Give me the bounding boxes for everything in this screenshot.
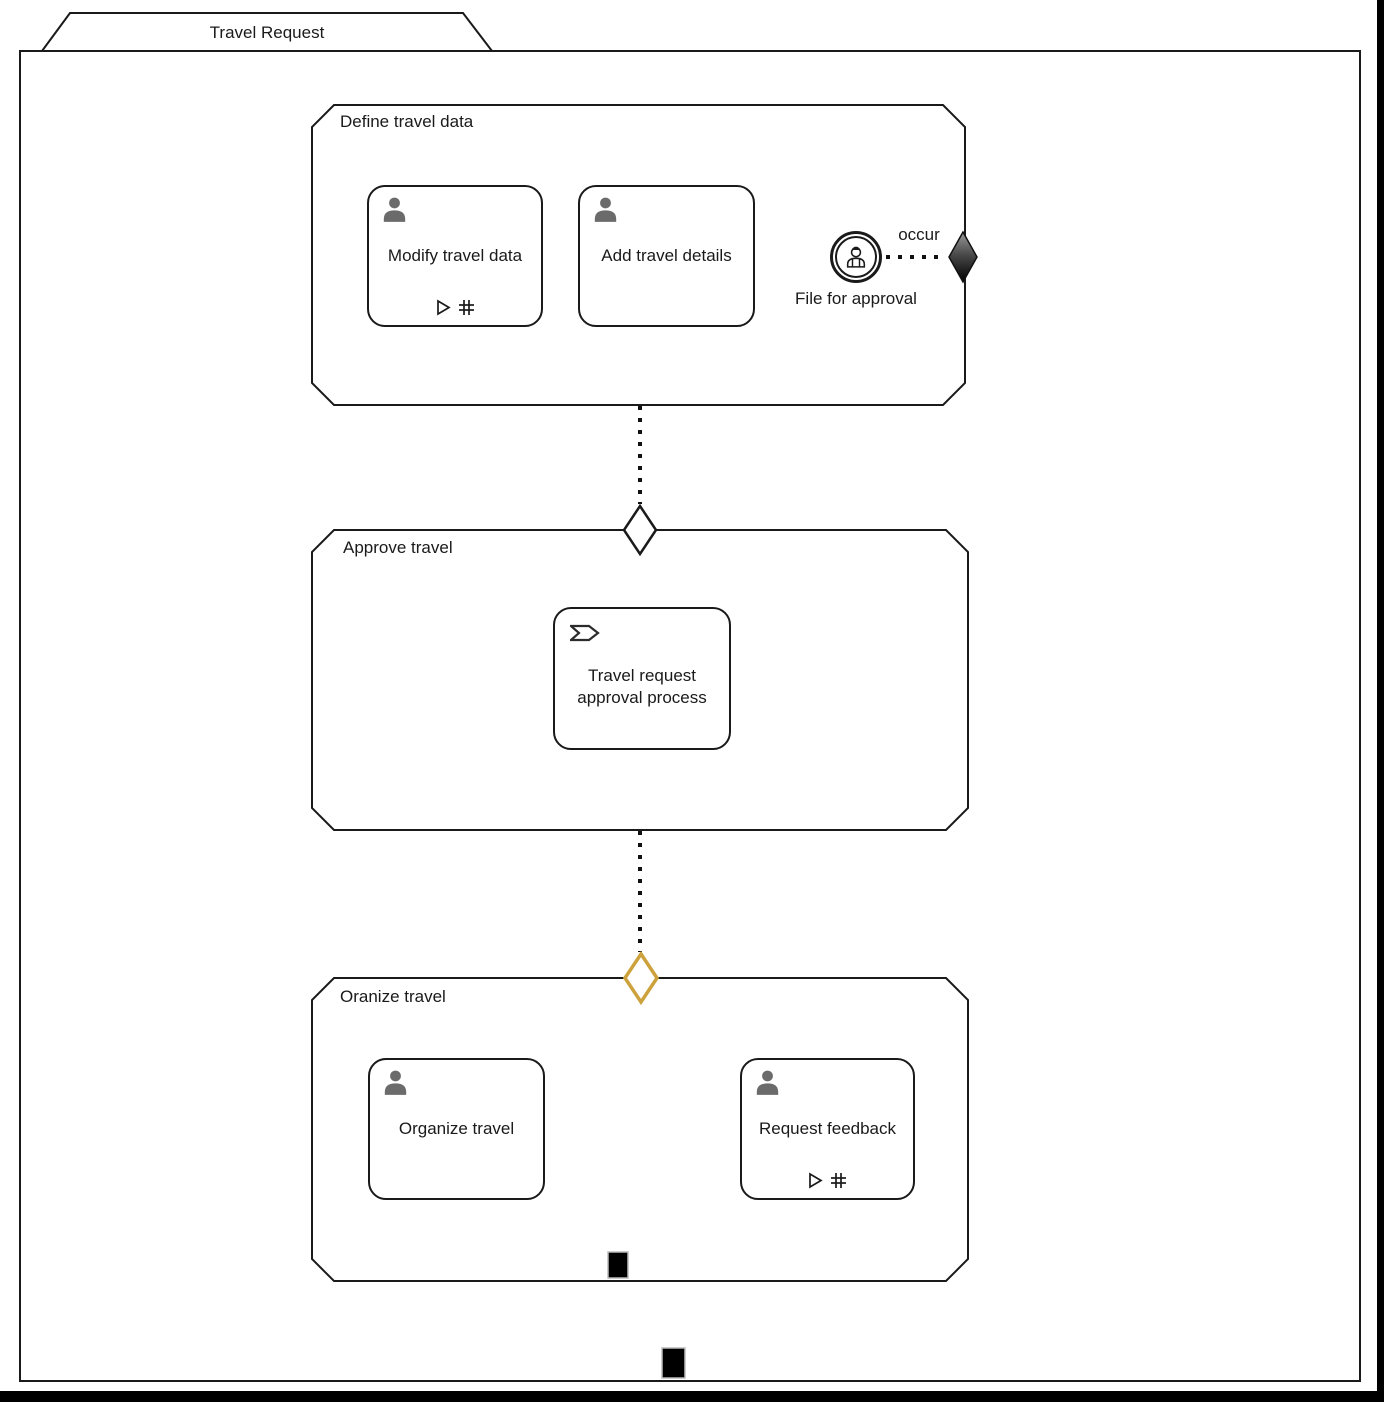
- process-task-icon: [570, 624, 600, 642]
- viewport-edge-bottom: [0, 1391, 1384, 1402]
- manual-activation-marker-icon: [809, 1172, 823, 1189]
- manual-activation-marker-icon: [436, 299, 451, 316]
- entry-criterion-diamond-oranize-stage-highlighted[interactable]: [622, 950, 660, 1006]
- exit-criterion-diamond-define-stage[interactable]: [948, 230, 978, 284]
- task-markers: [742, 1172, 913, 1189]
- connector-occur-label: occur: [898, 225, 940, 244]
- exit-criterion-rect-oranize-stage[interactable]: [607, 1251, 629, 1279]
- task-label: Add travel details: [601, 246, 732, 265]
- case-plan-title: Travel Request: [209, 23, 325, 42]
- stage-oranize-travel[interactable]: [311, 977, 969, 1282]
- task-add-travel-details[interactable]: Add travel details: [578, 185, 755, 327]
- task-markers: [369, 299, 541, 316]
- task-request-feedback[interactable]: Request feedback: [740, 1058, 915, 1200]
- task-label-line-2: approval process: [577, 687, 707, 707]
- task-organize-travel[interactable]: Organize travel: [368, 1058, 545, 1200]
- stage-label-define-travel-data: Define travel data: [340, 112, 474, 131]
- task-label-line-1: Travel request: [587, 665, 697, 685]
- repetition-marker-icon: [831, 1173, 846, 1188]
- task-label: Request feedback: [758, 1119, 897, 1138]
- human-task-icon: [384, 1070, 407, 1095]
- user-event-icon: [846, 246, 866, 268]
- repetition-marker-icon: [458, 300, 474, 315]
- task-label: Travel request approval process: [577, 665, 706, 709]
- task-modify-travel-data[interactable]: Modify travel data: [367, 185, 543, 327]
- task-label: Modify travel data: [387, 246, 523, 265]
- viewport-edge-right: [1377, 0, 1384, 1402]
- case-plan-tab[interactable]: [40, 12, 495, 52]
- human-task-icon: [756, 1070, 779, 1095]
- stage-label-oranize-travel: Oranize travel: [340, 987, 446, 1006]
- entry-criterion-diamond-approve-stage[interactable]: [622, 503, 658, 557]
- event-listener-label: File for approval: [795, 289, 917, 308]
- stage-label-approve-travel: Approve travel: [343, 538, 453, 557]
- event-listener-inner-ring: [835, 236, 877, 278]
- event-listener-file-for-approval[interactable]: [830, 231, 882, 283]
- task-label: Organize travel: [398, 1119, 515, 1138]
- human-task-icon: [594, 197, 617, 222]
- exit-criterion-rect-case-plan[interactable]: [661, 1347, 686, 1379]
- task-travel-request-approval-process[interactable]: Travel request approval process: [553, 607, 731, 750]
- human-task-icon: [383, 197, 406, 222]
